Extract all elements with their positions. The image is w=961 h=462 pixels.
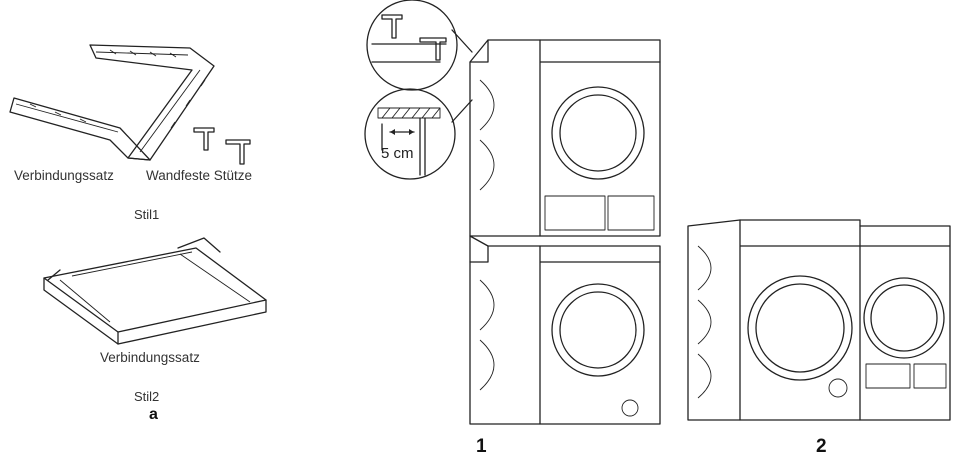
detail-zoom-bottom [364,88,456,180]
figure-2-number: 2 [816,436,827,457]
stacking-drawer-kit-style2 [43,237,267,345]
style1-label: Stil1 [134,207,160,222]
detail-zoom-top [366,0,458,91]
connection-kit-label-1: Verbindungssatz [14,168,114,183]
figure-1-number: 1 [476,436,487,457]
stacked-machines [469,39,661,425]
style2-label: Stil2 [134,389,160,404]
connection-kit-label-2: Verbindungssatz [100,350,200,365]
wall-bracket-icon [193,127,251,165]
stacking-frame-kit-style1 [9,44,215,161]
measurement-label: 5 cm [381,145,414,162]
panel-a-label: a [149,406,158,423]
side-by-side-machines [687,219,951,421]
wall-bracket-label: Wandfeste Stütze [146,168,253,183]
